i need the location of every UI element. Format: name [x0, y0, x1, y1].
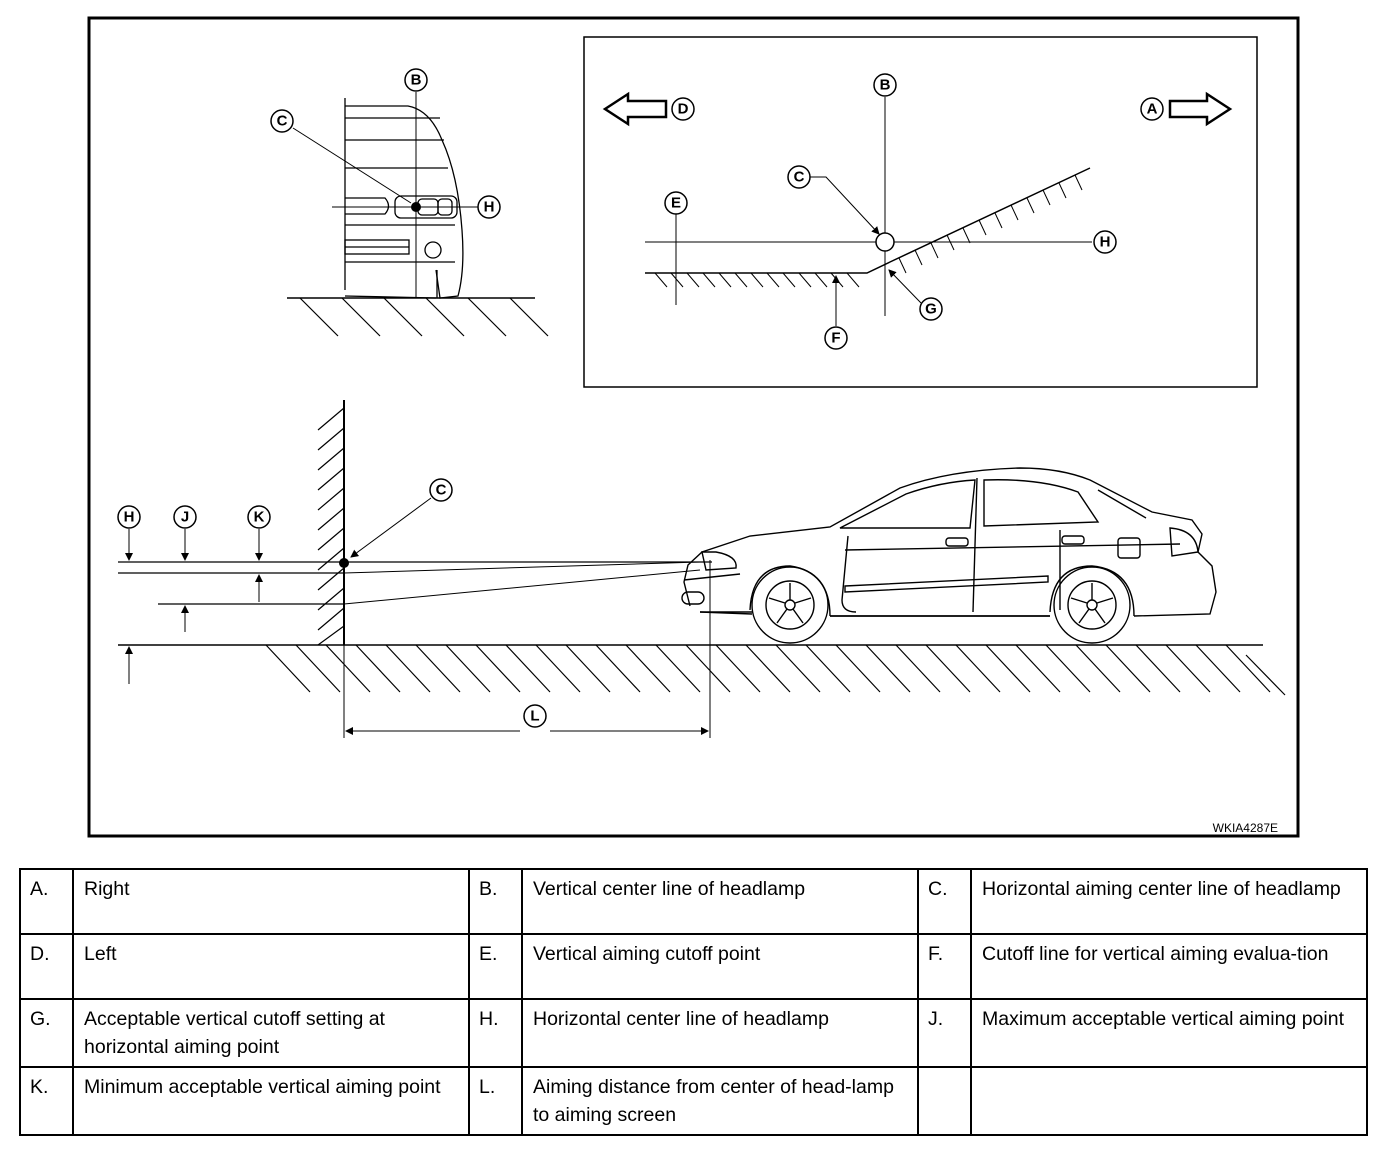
inset-aiming-center-circle — [875, 232, 895, 252]
callout-a-inset-label: A — [1147, 101, 1158, 118]
vehicle-side-view — [681, 467, 1217, 617]
legend-key: E. — [468, 932, 523, 1000]
legend-key: D. — [19, 932, 74, 1000]
legend-key: G. — [19, 997, 74, 1068]
left-direction-arrow — [602, 91, 668, 127]
callout-a-inset: A — [1140, 97, 1164, 121]
callout-l-side: L — [523, 704, 547, 728]
callout-b-front: B — [404, 68, 428, 92]
legend-text: Cutoff line for vertical aiming evalua-t… — [970, 932, 1368, 1000]
figure-code: WKIA4287E — [1213, 821, 1278, 835]
legend-text: Horizontal aiming center line of headlam… — [970, 868, 1368, 935]
callout-b-inset-label: B — [880, 77, 891, 94]
legend-text: Maximum acceptable vertical aiming point — [970, 997, 1368, 1068]
legend-table: A. Right B. Vertical center line of head… — [19, 868, 1368, 1137]
legend-key: C. — [917, 868, 972, 935]
legend-text: Horizontal center line of headlamp — [521, 997, 919, 1068]
callout-c-inset: C — [787, 165, 811, 189]
legend-key — [917, 1065, 972, 1137]
beam-lower-edge — [343, 569, 701, 605]
cutoff-line-hatch — [654, 174, 1083, 288]
figure-frame — [87, 16, 1300, 838]
callout-g-inset: G — [919, 297, 943, 321]
legend-key: K. — [19, 1065, 74, 1137]
callout-b-front-label: B — [411, 72, 422, 89]
callout-k-side-label: K — [254, 509, 265, 526]
legend-key: H. — [468, 997, 523, 1068]
callout-c-inset-label: C — [794, 169, 805, 186]
legend-text: Left — [72, 932, 470, 1000]
callout-f-inset-label: F — [831, 330, 840, 347]
callout-l-side-label: L — [530, 708, 539, 725]
front-wheel — [751, 566, 829, 644]
aiming-screen-center-dot — [339, 558, 349, 568]
legend-key: L. — [468, 1065, 523, 1137]
front-view-callout-c-leader — [292, 127, 412, 204]
legend-text: Acceptable vertical cutoff setting at ho… — [72, 997, 470, 1068]
callout-c-front-label: C — [277, 113, 288, 130]
legend-text: Vertical center line of headlamp — [521, 868, 919, 935]
legend-row: D. Left E. Vertical aiming cutoff point … — [19, 932, 1368, 1000]
callout-k-side: K — [247, 505, 271, 529]
legend-key: J. — [917, 997, 972, 1068]
front-view — [344, 98, 464, 299]
callout-c-side: C — [429, 478, 453, 502]
callout-j-side: J — [173, 505, 197, 529]
headlamp-aiming-diagram: B C H D A B C E H G F C — [87, 16, 1300, 838]
legend-key: B. — [468, 868, 523, 935]
callout-h-inset-label: H — [1100, 234, 1111, 251]
callout-f-inset: F — [824, 326, 848, 350]
rear-wheel — [1053, 566, 1131, 644]
legend-text: Minimum acceptable vertical aiming point — [72, 1065, 470, 1137]
callout-c-side-label: C — [436, 482, 447, 499]
ground-hatch — [265, 644, 1286, 696]
front-view-headlamp-center-dot — [411, 202, 421, 212]
legend-row: K. Minimum acceptable vertical aiming po… — [19, 1065, 1368, 1137]
callout-d-inset: D — [671, 97, 695, 121]
callout-d-inset-label: D — [678, 101, 689, 118]
beam-upper-edge — [343, 561, 701, 574]
callout-b-inset: B — [873, 73, 897, 97]
legend-row: G. Acceptable vertical cutoff setting at… — [19, 997, 1368, 1068]
callout-h-side-label: H — [124, 509, 135, 526]
legend-text: Aiming distance from center of head-lamp… — [521, 1065, 919, 1137]
right-direction-arrow — [1168, 91, 1233, 127]
inset-callout-c-leader — [810, 176, 880, 235]
legend-text — [970, 1065, 1368, 1137]
legend-row: A. Right B. Vertical center line of head… — [19, 868, 1368, 935]
callout-h-front-label: H — [484, 199, 495, 216]
callout-c-front: C — [270, 109, 294, 133]
callout-e-inset: E — [664, 191, 688, 215]
callout-h-side: H — [117, 505, 141, 529]
inset-callout-g-leader — [888, 269, 922, 304]
legend-key: F. — [917, 932, 972, 1000]
cutoff-line — [645, 167, 1091, 274]
legend-key: A. — [19, 868, 74, 935]
wall-hatch — [317, 407, 345, 646]
callout-h-front: H — [477, 195, 501, 219]
callout-j-side-label: J — [181, 509, 189, 526]
callout-g-inset-label: G — [925, 301, 937, 318]
front-view-ground-hatch — [299, 297, 549, 337]
callout-h-inset: H — [1093, 230, 1117, 254]
callout-e-inset-label: E — [671, 195, 681, 212]
legend-text: Right — [72, 868, 470, 935]
side-callout-c-leader — [350, 497, 432, 558]
aiming-screen-inset-frame — [583, 36, 1258, 388]
legend-text: Vertical aiming cutoff point — [521, 932, 919, 1000]
